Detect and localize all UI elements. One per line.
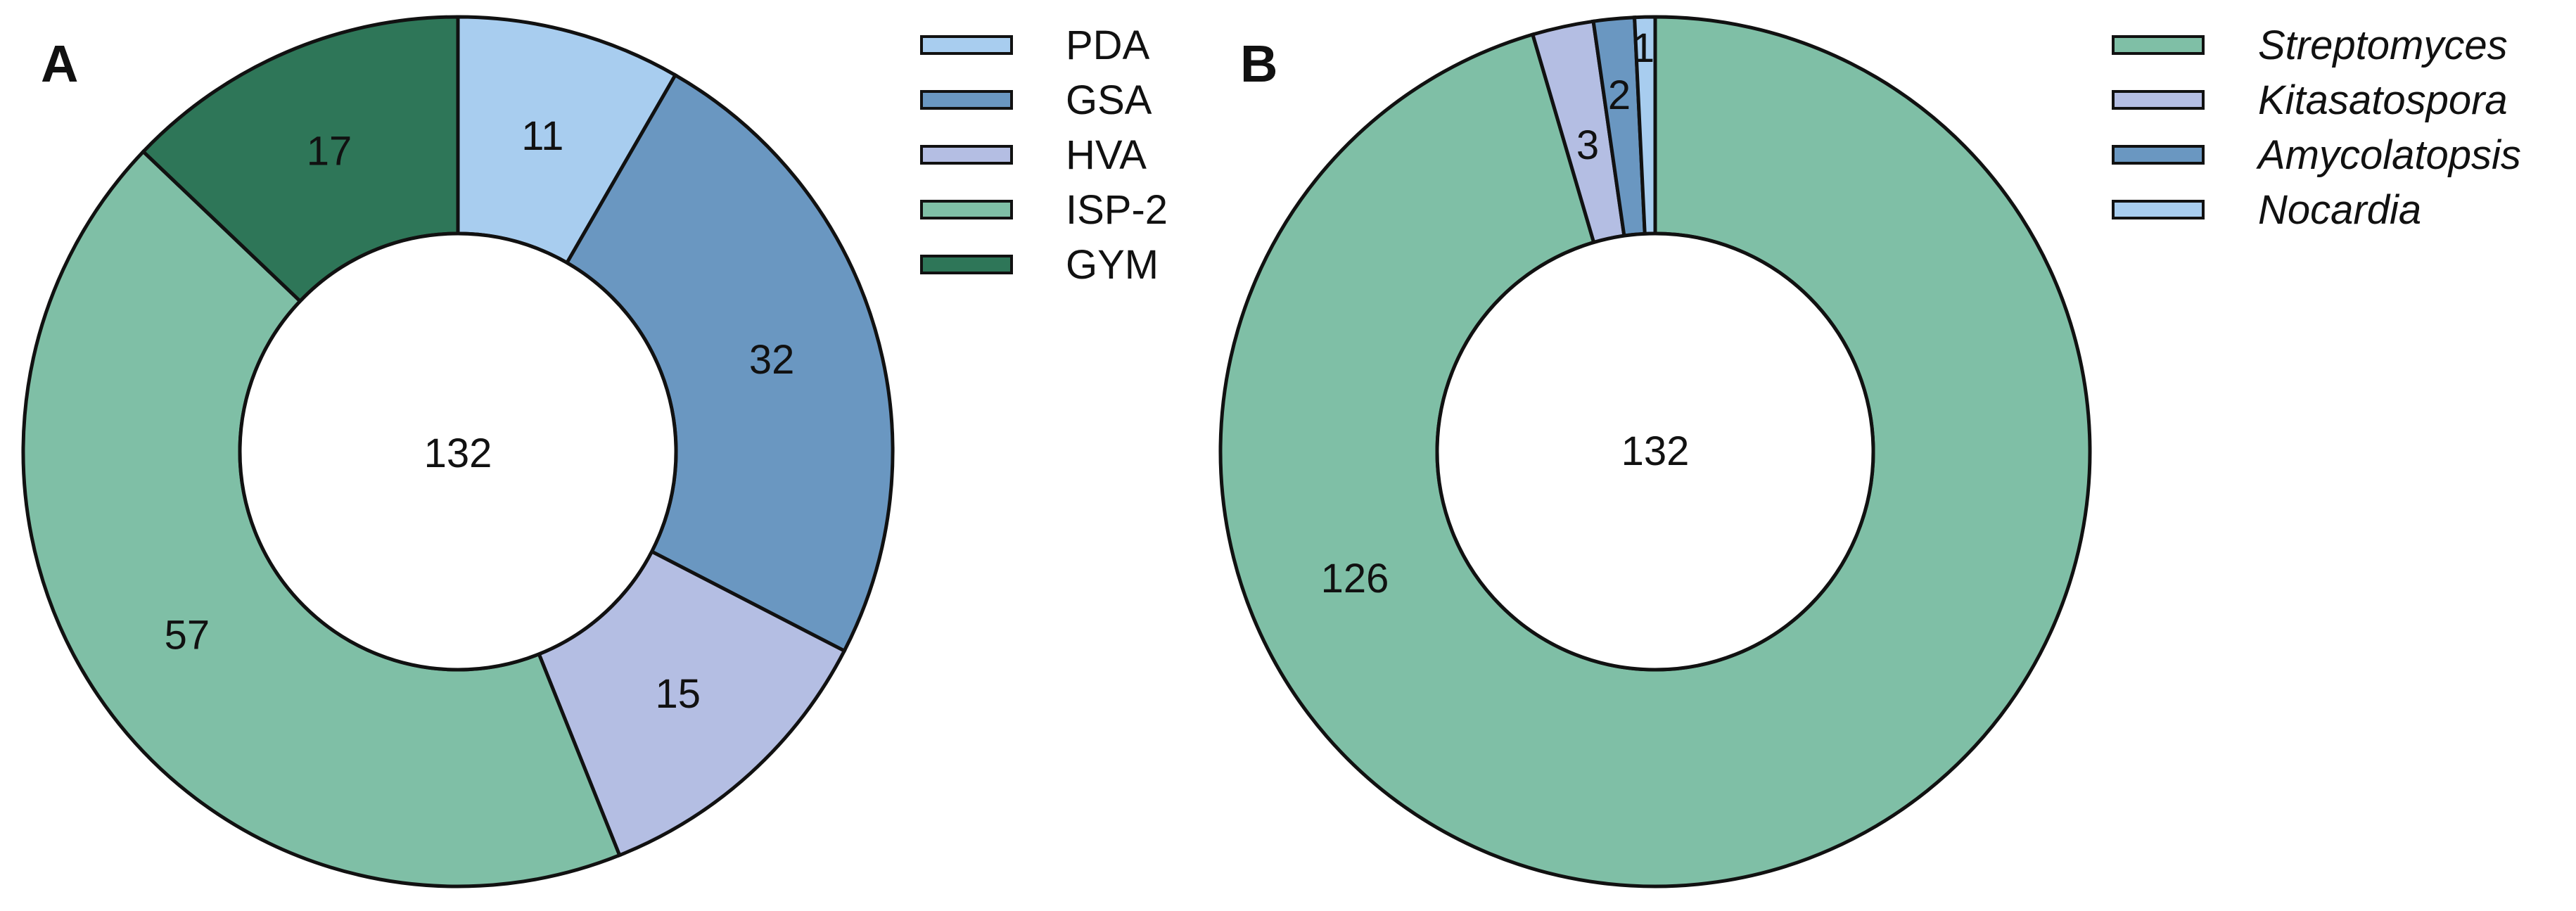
legend-a-label-pda: PDA bbox=[1066, 23, 1150, 68]
legend-a-label-gym: GYM bbox=[1066, 242, 1159, 288]
legend-b-label-streptomyces: Streptomyces bbox=[2258, 23, 2508, 68]
legend-a-label-isp-2: ISP-2 bbox=[1066, 187, 1168, 233]
legend-a-swatch-gym bbox=[920, 255, 1013, 274]
legend-b-swatch-amycolatopsis bbox=[2112, 145, 2205, 165]
legend-a-swatch-hva bbox=[920, 145, 1013, 165]
donut-a-value-label: 17 bbox=[307, 129, 352, 174]
legend-b: StreptomycesKitasatosporaAmycolatopsisNo… bbox=[2112, 23, 2521, 233]
donut-a: 11 32 15 57 17 bbox=[21, 15, 895, 888]
panel-a-letter: A bbox=[41, 34, 78, 93]
donut-b-value-label: 126 bbox=[1321, 556, 1389, 601]
legend-a-swatch-isp-2 bbox=[920, 200, 1013, 219]
legend-a-swatch-pda bbox=[920, 35, 1013, 55]
donut-a-value-label: 11 bbox=[521, 113, 563, 159]
legend-a-swatch-gsa bbox=[920, 90, 1013, 110]
legend-b-swatch-kitasatospora bbox=[2112, 90, 2205, 110]
donut-b-value-label: 1 bbox=[1632, 25, 1654, 71]
donut-b-value-label: 2 bbox=[1608, 72, 1631, 118]
donut-a-hole bbox=[238, 231, 678, 672]
donut-a-value-label: 15 bbox=[656, 671, 701, 717]
donut-a-value-label: 32 bbox=[749, 337, 795, 383]
legend-a-label-gsa: GSA bbox=[1066, 77, 1152, 123]
legend-b-swatch-nocardia bbox=[2112, 200, 2205, 219]
legend-b-label-nocardia: Nocardia bbox=[2258, 187, 2421, 233]
donut-a-center-total: 132 bbox=[424, 431, 492, 476]
legend-b-label-kitasatospora: Kitasatospora bbox=[2258, 77, 2508, 123]
legend-b-label-amycolatopsis: Amycolatopsis bbox=[2256, 132, 2521, 178]
legend-a-label-hva: HVA bbox=[1066, 132, 1147, 178]
donut-b: 126 321 bbox=[1218, 15, 2092, 888]
donut-b-center-total: 132 bbox=[1621, 428, 1690, 474]
legend-b-swatch-streptomyces bbox=[2112, 35, 2205, 55]
donut-a-value-label: 57 bbox=[165, 613, 210, 658]
panel-b: B 126 321 132 StreptomycesKitasatosporaAm… bbox=[1218, 15, 2521, 888]
panel-b-letter: B bbox=[1240, 34, 1277, 93]
donut-b-hole bbox=[1435, 231, 1875, 672]
donut-b-value-label: 3 bbox=[1576, 122, 1599, 168]
